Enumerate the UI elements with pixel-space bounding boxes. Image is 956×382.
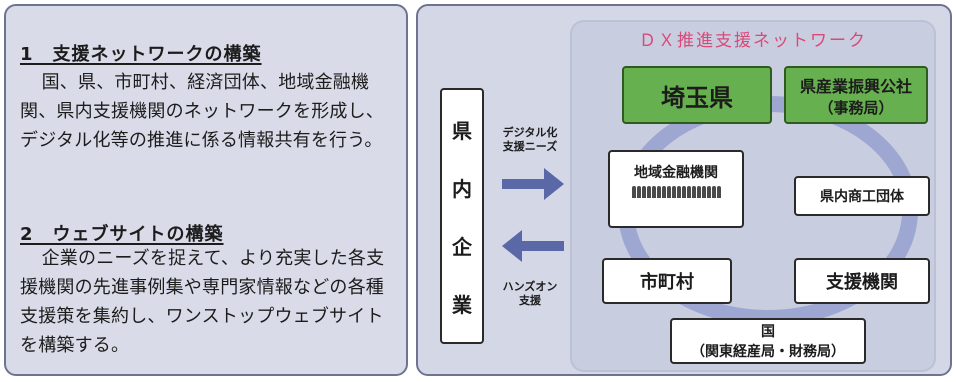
node-kosha-label: 県産業振興公社: [799, 76, 912, 96]
node-kosha: 県産業振興公社 （事務局）: [784, 66, 928, 124]
pref-char-3: 企: [452, 234, 472, 259]
arrow-right-icon: [502, 168, 564, 200]
node-bank: 地域金融機関: [608, 150, 744, 228]
node-kuni-sub: （関東経産局・財務局）: [691, 344, 845, 360]
node-shoko-label: 県内商工団体: [820, 189, 904, 205]
node-city: 市町村: [602, 258, 732, 304]
section1-body: 国、県、市町村、経済団体、地域金融機関、県内支援機関のネットワークを形成し、デジ…: [20, 72, 384, 151]
section2-body: 企業のニーズを捉えて、より充実した各支援機関の先進事例集や専門家情報などの各種支…: [20, 248, 385, 356]
node-kuni: 国 （関東経産局・財務局）: [670, 318, 866, 364]
pref-char-4: 業: [452, 292, 472, 317]
right-panel: 県 内 企 業 デジタル化 支援ニーズ ハンズオン 支援 ＤＸ推進支援ネットワー…: [416, 4, 952, 376]
flow-out-label: ハンズオン 支援: [502, 280, 558, 307]
node-shoko: 県内商工団体: [794, 176, 930, 216]
node-city-label: 市町村: [640, 272, 694, 293]
pref-companies-box: 県 内 企 業: [440, 88, 484, 344]
pref-char-2: 内: [452, 176, 472, 201]
flow-in-label: デジタル化 支援ニーズ: [502, 126, 558, 153]
section1-title: 1 支援ネットワークの構築: [20, 44, 262, 65]
node-kosha-sub: （事務局）: [818, 98, 894, 117]
node-saitama-label: 埼玉県: [661, 83, 733, 112]
people-icon: [631, 186, 721, 198]
left-panel: 1 支援ネットワークの構築 国、県、市町村、経済団体、地域金融機関、県内支援機関…: [4, 4, 408, 376]
node-kuni-label: 国: [761, 324, 775, 340]
arrow-left-icon: [502, 230, 564, 262]
node-bank-label: 地域金融機関: [634, 165, 718, 181]
section2-title: 2 ウェブサイトの構築: [20, 224, 224, 245]
network-title: ＤＸ推進支援ネットワーク: [639, 31, 867, 51]
node-support-label: 支援機関: [826, 272, 898, 293]
pref-char-1: 県: [452, 118, 472, 143]
node-saitama: 埼玉県: [622, 66, 772, 124]
node-support: 支援機関: [794, 258, 930, 304]
